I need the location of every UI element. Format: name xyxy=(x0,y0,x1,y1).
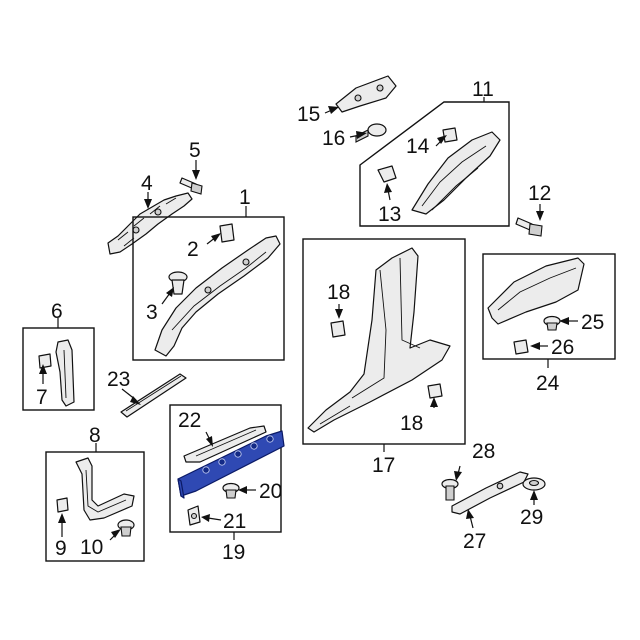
trim-part-24 xyxy=(487,257,585,325)
clip-part-26 xyxy=(513,339,529,355)
callout-19: 19 xyxy=(222,541,245,564)
clip-part-7 xyxy=(38,353,52,369)
callout-17: 17 xyxy=(372,454,395,477)
callout-26: 26 xyxy=(551,336,574,359)
callout-1: 1 xyxy=(239,186,251,209)
callout-5: 5 xyxy=(189,139,201,162)
pillar-trim-part-11 xyxy=(411,131,501,215)
bracket-part-4 xyxy=(107,192,193,255)
leader-lines xyxy=(39,97,578,541)
bolt-part-5 xyxy=(179,177,203,195)
group-frame-6 xyxy=(22,327,95,411)
callout-29: 29 xyxy=(520,506,543,529)
trim-part-8 xyxy=(75,457,135,521)
bracket-part-22 xyxy=(183,425,267,463)
callout-21: 21 xyxy=(223,510,246,533)
garnish-part-6 xyxy=(55,339,75,407)
callout-22: 22 xyxy=(178,409,201,432)
callout-2: 2 xyxy=(187,238,199,261)
callout-3: 3 xyxy=(146,301,158,324)
clip-part-13 xyxy=(377,165,397,183)
pillar-trim-part-17 xyxy=(307,247,451,433)
bracket-part-27 xyxy=(451,471,529,515)
callout-18-upper: 18 xyxy=(327,281,350,304)
callout-13: 13 xyxy=(378,203,401,226)
callout-15: 15 xyxy=(297,103,320,126)
bolt-part-28 xyxy=(441,478,459,501)
callout-27: 27 xyxy=(463,530,486,553)
callout-11: 11 xyxy=(472,78,494,101)
clip-part-20 xyxy=(222,482,240,499)
clip-part-9 xyxy=(56,497,69,513)
scuff-plate-part-highlighted xyxy=(177,430,285,499)
group-frame-1 xyxy=(132,216,285,361)
callout-12: 12 xyxy=(528,182,551,205)
callout-14: 14 xyxy=(406,135,430,158)
callout-18-lower: 18 xyxy=(400,412,423,435)
callout-20: 20 xyxy=(259,480,282,503)
callout-7: 7 xyxy=(36,386,48,409)
weatherstrip-part-23 xyxy=(120,373,187,418)
callout-16: 16 xyxy=(322,127,345,150)
callout-labels: 1 2 3 4 5 6 7 8 9 10 11 12 13 14 15 16 1… xyxy=(36,78,604,564)
callout-25: 25 xyxy=(581,311,604,334)
clip-part-10 xyxy=(117,519,135,537)
bolt-part-12 xyxy=(515,217,543,237)
nut-part-29 xyxy=(522,477,546,491)
group-frame-11 xyxy=(359,101,510,227)
pillar-trim-part-1 xyxy=(154,235,281,357)
clip-part-2 xyxy=(219,223,235,243)
clip-part-21 xyxy=(187,505,201,526)
clip-part-18-upper xyxy=(330,320,346,338)
group-frame-19 xyxy=(169,404,282,533)
callout-10: 10 xyxy=(80,536,103,559)
group-frame-24 xyxy=(482,253,616,360)
callout-23: 23 xyxy=(107,368,130,391)
callout-9: 9 xyxy=(55,537,67,560)
bracket-part-15 xyxy=(335,75,397,113)
callout-8: 8 xyxy=(89,424,101,447)
callout-28: 28 xyxy=(472,440,495,463)
callout-6: 6 xyxy=(51,300,63,323)
clip-part-14 xyxy=(442,127,458,143)
group-frame-8 xyxy=(45,451,145,562)
clip-part-18-lower xyxy=(427,383,443,399)
callout-4: 4 xyxy=(141,172,153,195)
callout-24: 24 xyxy=(536,372,560,395)
clip-part-25 xyxy=(543,315,561,331)
